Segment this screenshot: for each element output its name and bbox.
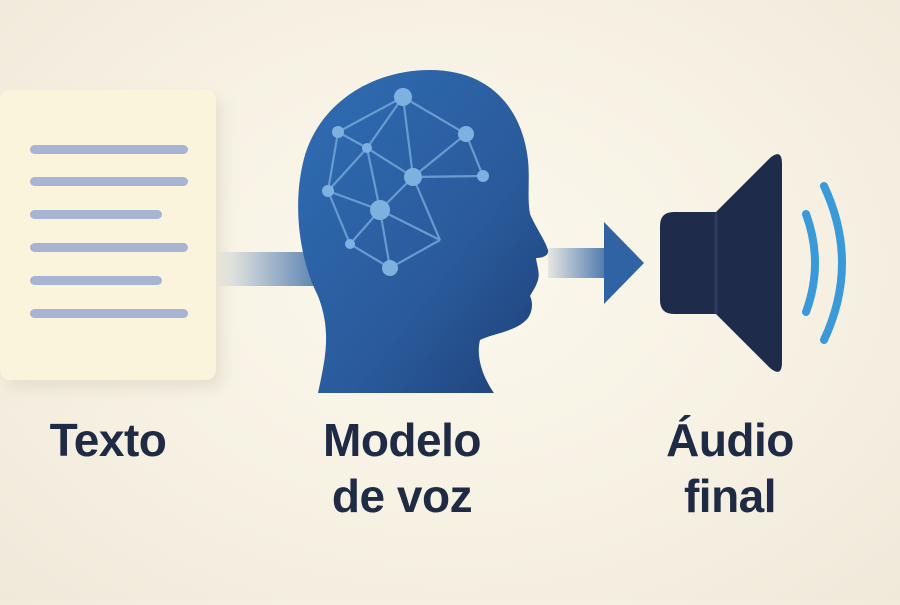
document-line — [30, 276, 162, 285]
network-node — [477, 170, 489, 182]
label-audio-line-2: final — [683, 470, 777, 522]
network-node — [332, 126, 344, 138]
network-node — [345, 239, 355, 249]
label-modelo-line-2: de voz — [331, 470, 473, 522]
network-node — [362, 143, 372, 153]
network-node — [370, 200, 390, 220]
label-modelo-line-1: Modelo — [323, 414, 481, 466]
document-line — [30, 210, 162, 219]
speaker-icon — [660, 154, 846, 372]
document-line — [30, 309, 188, 318]
label-audio-line-1: Áudio — [666, 414, 794, 466]
network-node — [404, 168, 422, 186]
sound-wave-inner — [802, 210, 819, 316]
document-line — [30, 243, 188, 252]
flow-arrow-2 — [548, 222, 644, 304]
label-modelo-de-voz: Modelo de voz — [292, 412, 512, 524]
sound-wave-outer — [820, 182, 846, 344]
label-audio-final: Áudio final — [640, 412, 820, 524]
network-node — [322, 185, 334, 197]
label-texto-line: Texto — [49, 414, 167, 466]
document-line — [30, 145, 188, 154]
label-texto: Texto — [0, 412, 216, 468]
ai-head-icon — [298, 70, 549, 393]
network-node — [382, 260, 398, 276]
network-node — [458, 126, 474, 142]
network-node — [394, 88, 412, 106]
document-line — [30, 177, 188, 186]
document-icon — [0, 90, 222, 388]
